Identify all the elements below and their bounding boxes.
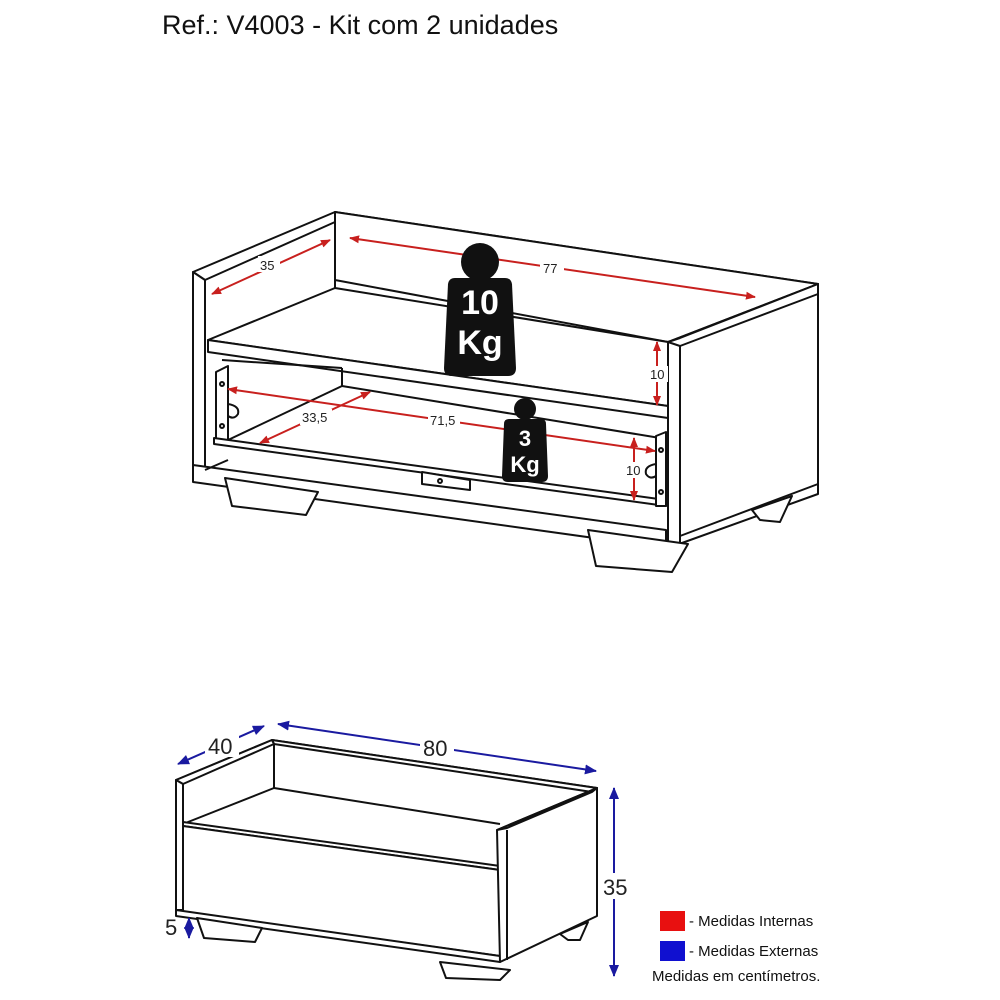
dim-depth-ext: 40	[208, 734, 232, 759]
dim-height-top: 10	[650, 367, 664, 382]
dim-leg-ext: 5	[165, 915, 177, 940]
legend-item-external: - Medidas Externas	[652, 936, 820, 966]
blue-swatch-icon	[660, 941, 685, 961]
legend-label-external: - Medidas Externas	[689, 942, 819, 960]
weight-shelf-unit: Kg	[457, 324, 502, 362]
weight-drawer-value: 3	[519, 426, 531, 451]
dim-drawer-width: 71,5	[430, 413, 455, 428]
weight-icon-shelf: 10 Kg	[444, 243, 516, 376]
dim-depth-top: 35	[260, 258, 274, 273]
dim-drawer-depth: 33,5	[302, 410, 327, 425]
weight-shelf-value: 10	[461, 284, 499, 322]
weight-drawer-unit: Kg	[510, 452, 539, 477]
legend: - Medidas Internas - Medidas Externas Me…	[652, 906, 820, 985]
closed-unit-drawing: 40 80 35 5	[165, 720, 629, 981]
dim-height-ext: 35	[603, 875, 627, 900]
legend-label-internal: - Medidas Internas	[689, 912, 814, 930]
open-unit-drawing: 35 77 10 33,5 71,5 10 10 Kg 3 Kg	[192, 211, 819, 573]
dim-drawer-height: 10	[626, 463, 640, 478]
weight-icon-drawer: 3 Kg	[502, 398, 548, 482]
red-swatch-icon	[660, 911, 685, 931]
legend-item-internal: - Medidas Internas	[652, 906, 820, 936]
page-title: Ref.: V4003 - Kit com 2 unidades	[162, 10, 559, 40]
units-note: Medidas em centímetros.	[652, 968, 821, 985]
dim-width-ext: 80	[423, 736, 447, 761]
dim-width-top: 77	[543, 261, 557, 276]
